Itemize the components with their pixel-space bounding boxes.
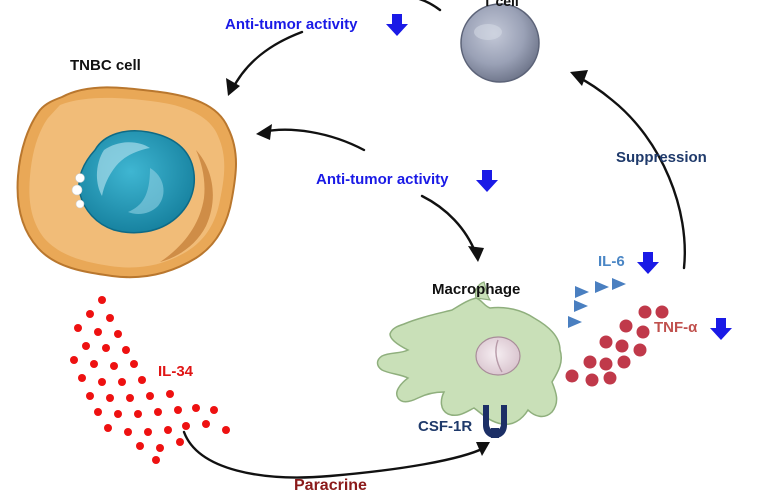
arrow-anti-tumor-mid-to-tnbc <box>260 128 366 152</box>
arrow-anti-tumor-mid-to-macrophage <box>420 194 478 256</box>
process-arrows <box>182 0 686 479</box>
arrow-tcell-to-top-label <box>418 0 442 12</box>
t-cell <box>460 3 540 83</box>
il34-label: IL-34 <box>158 363 194 380</box>
arrow-paracrine-il34-to-csf1r <box>182 430 486 479</box>
tnf-alpha-label: TNF-α <box>654 319 698 336</box>
anti-tumor-activity-top-label: Anti-tumor activity <box>225 16 358 33</box>
tnf-alpha-molecules <box>565 305 669 387</box>
paracrine-label: Paracrine <box>294 477 367 490</box>
arrow-anti-tumor-to-tnbc <box>230 30 304 92</box>
arrow-suppression-to-tcell <box>574 74 686 270</box>
t-cell-label: T cell <box>483 0 519 9</box>
suppression-label: Suppression <box>616 149 707 166</box>
anti-tumor-activity-middle-label: Anti-tumor activity <box>316 171 449 188</box>
arrow-heads <box>226 70 588 456</box>
csf1r-receptor <box>483 405 507 438</box>
il6-label: IL-6 <box>598 253 625 270</box>
down-arrow-icon <box>386 14 732 340</box>
il34-molecules <box>70 296 230 464</box>
tnbc-cell-label: TNBC cell <box>70 57 141 74</box>
il6-molecules <box>568 278 626 328</box>
macrophage <box>376 281 563 426</box>
macrophage-label: Macrophage <box>432 281 521 298</box>
csf1r-label: CSF-1R <box>418 418 473 435</box>
tnbc-cell <box>16 86 237 279</box>
